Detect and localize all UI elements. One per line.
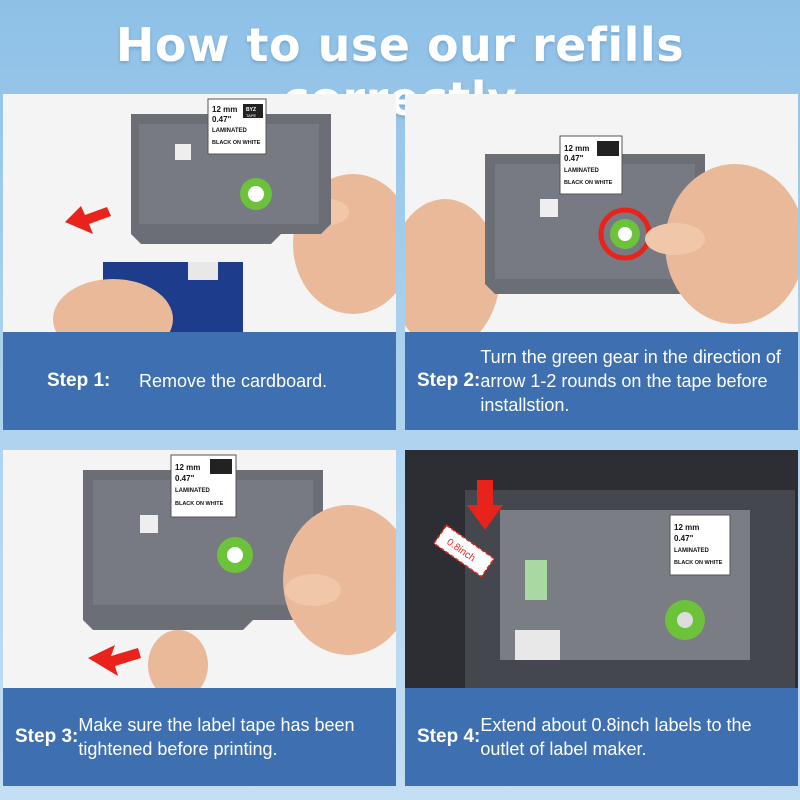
- cartridge-sub: TAPE: [246, 113, 256, 118]
- cartridge-type: LAMINATED: [564, 168, 600, 174]
- cartridge-size-mm: 12 mm: [212, 105, 237, 114]
- cartridge-color: BLACK ON WHITE: [674, 560, 723, 566]
- step-1-panel: 12 mm 0.47" LAMINATED BLACK ON WHITE BYZ…: [3, 94, 396, 430]
- step-3-panel: 12 mm 0.47" LAMINATED BLACK ON WHITE Ste…: [3, 450, 396, 786]
- cartridge-brand: BYZ: [246, 107, 256, 113]
- step-4-photo: 12 mm 0.47" LAMINATED BLACK ON WHITE 0.8…: [405, 450, 798, 688]
- cartridge-size-in: 0.47": [674, 534, 694, 543]
- step-2-label: Step 2:: [417, 370, 481, 391]
- cartridge-color: BLACK ON WHITE: [564, 180, 613, 186]
- cartridge-color: BLACK ON WHITE: [212, 140, 261, 146]
- cartridge-type: LAMINATED: [674, 548, 710, 554]
- step-3-text: Make sure the label tape has been tighte…: [78, 715, 355, 759]
- cartridge-size-mm: 12 mm: [175, 463, 200, 472]
- red-arrow-icon: [88, 645, 141, 676]
- cartridge-size-in: 0.47": [212, 115, 232, 124]
- cartridge-type: LAMINATED: [175, 488, 211, 494]
- cartridge-type: LAMINATED: [212, 128, 248, 134]
- step-2-caption: Step 2: Turn the green gear in the direc…: [405, 332, 798, 430]
- step-2-photo: 12 mm 0.47" LAMINATED BLACK ON WHITE: [405, 94, 798, 332]
- step-4-text: Extend about 0.8inch labels to the outle…: [480, 715, 752, 759]
- cartridge-size-mm: 12 mm: [674, 523, 699, 532]
- step-3-label: Step 3:: [15, 726, 79, 747]
- step-2-panel: 12 mm 0.47" LAMINATED BLACK ON WHITE Ste…: [405, 94, 798, 430]
- red-arrow-icon: [65, 206, 111, 234]
- step-3-caption: Step 3: Make sure the label tape has bee…: [3, 688, 396, 786]
- step-1-photo: 12 mm 0.47" LAMINATED BLACK ON WHITE BYZ…: [3, 94, 396, 332]
- cartridge-color: BLACK ON WHITE: [175, 501, 224, 507]
- step-1-caption: Step 1: Remove the cardboard.: [3, 332, 396, 430]
- step-3-photo: 12 mm 0.47" LAMINATED BLACK ON WHITE: [3, 450, 396, 688]
- cartridge-size-in: 0.47": [175, 474, 195, 483]
- step-4-label: Step 4:: [417, 726, 481, 747]
- step-4-caption: Step 4: Extend about 0.8inch labels to t…: [405, 688, 798, 786]
- red-arrow-icon: [467, 480, 503, 530]
- step-4-panel: 12 mm 0.47" LAMINATED BLACK ON WHITE 0.8…: [405, 450, 798, 786]
- cartridge-size-mm: 12 mm: [564, 144, 589, 153]
- step-1-text: Remove the cardboard.: [139, 371, 328, 391]
- step-2-text: Turn the green gear in the direction of …: [480, 347, 781, 415]
- step-1-label: Step 1:: [47, 370, 111, 391]
- cartridge-size-in: 0.47": [564, 154, 584, 163]
